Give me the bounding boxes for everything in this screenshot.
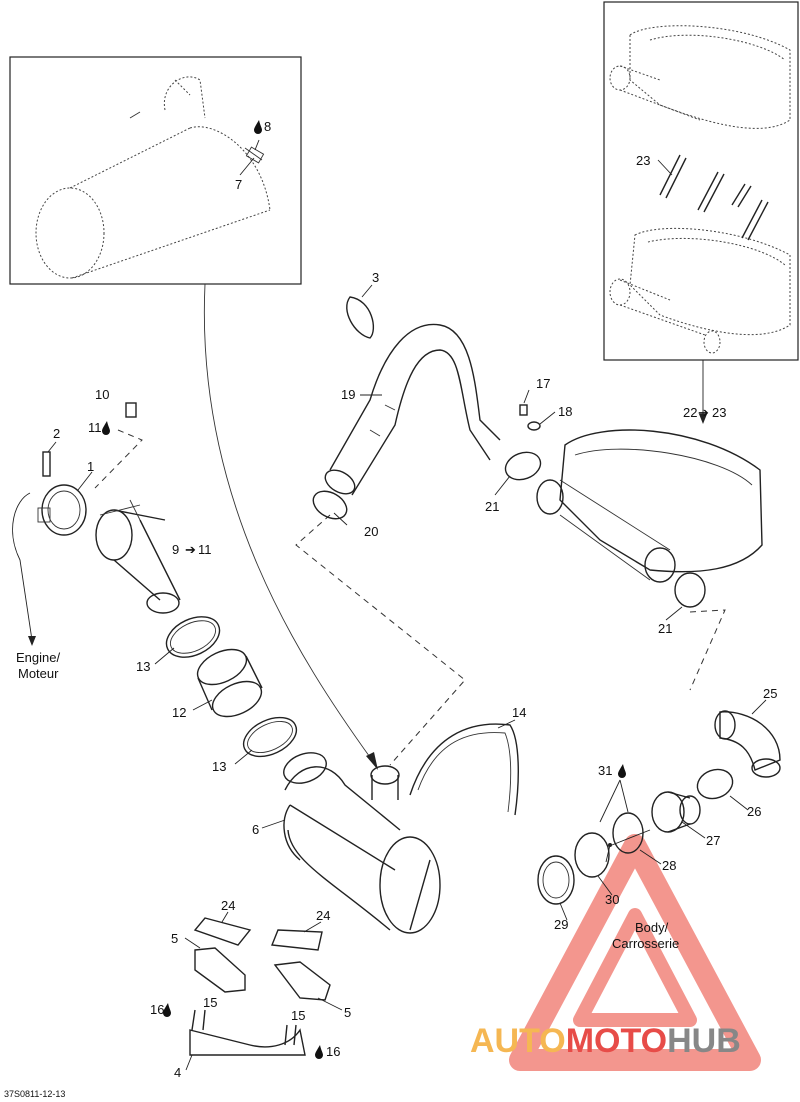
callout-15-left: 15 bbox=[203, 995, 217, 1010]
callout-24-right: 24 bbox=[316, 908, 330, 923]
watermark-hub: HUB bbox=[667, 1022, 741, 1060]
drop-icon-16-left bbox=[163, 1003, 171, 1017]
part-25-elbow bbox=[714, 710, 781, 778]
body-label-line1: Body/ bbox=[635, 920, 669, 935]
callout-8: 8 bbox=[264, 119, 271, 134]
arrow-22-to-23: ➔ bbox=[698, 405, 709, 420]
callout-22: 22 bbox=[683, 405, 697, 420]
engine-arrow-line bbox=[12, 492, 33, 641]
callout-23-range: 23 bbox=[712, 405, 726, 420]
callout-3: 3 bbox=[372, 270, 379, 285]
callout-1: 1 bbox=[87, 459, 94, 474]
callout-21-lower: 21 bbox=[658, 621, 672, 636]
part-12-coupler bbox=[196, 648, 263, 718]
callout-21-upper: 21 bbox=[485, 499, 499, 514]
callout-28: 28 bbox=[662, 858, 676, 873]
inset-box-muffler-detail bbox=[9, 56, 302, 285]
arrow-9-to-11: ➔ bbox=[185, 542, 196, 557]
diagram-code: 37S0811-12-13 bbox=[4, 1089, 65, 1099]
part-24-pad-lower bbox=[271, 929, 323, 951]
part-20-clamp bbox=[312, 490, 348, 520]
callout-15-right: 15 bbox=[291, 1008, 305, 1023]
inset-box-muffler-assembly bbox=[603, 1, 799, 361]
callout-16-left: 16 bbox=[150, 1002, 164, 1017]
part-22-silencer bbox=[536, 429, 763, 583]
callout-9: 9 bbox=[172, 542, 179, 557]
part-26-clamp bbox=[696, 768, 734, 800]
callout-17: 17 bbox=[536, 376, 550, 391]
callout-13-upper: 13 bbox=[136, 659, 150, 674]
part-15-bolts-right bbox=[284, 1024, 297, 1046]
part-6-muffler bbox=[283, 752, 441, 934]
dashed-route-20-to-6 bbox=[295, 514, 466, 766]
callout-30: 30 bbox=[605, 892, 619, 907]
callout-16-right: 16 bbox=[326, 1044, 340, 1059]
lubricant-drop-icons bbox=[102, 120, 626, 1059]
callout-24-left: 24 bbox=[221, 898, 235, 913]
engine-label-line2: Moteur bbox=[18, 666, 59, 681]
part-5-bracket-right bbox=[273, 961, 331, 1001]
callout-12: 12 bbox=[172, 705, 186, 720]
callout-5-left: 5 bbox=[171, 931, 178, 946]
engine-label-line1: Engine/ bbox=[16, 650, 60, 665]
part-30-gasket bbox=[574, 832, 610, 878]
callout-labels: 1 2 3 4 5 5 6 7 8 9 ➔ 11 10 11 12 13 13 … bbox=[53, 119, 777, 1080]
watermark-moto: MOTO bbox=[566, 1022, 667, 1060]
part-1-clamp bbox=[37, 484, 87, 536]
part-24-pad-upper bbox=[193, 917, 252, 946]
callout-6: 6 bbox=[252, 822, 259, 837]
drop-icon-8 bbox=[254, 120, 262, 134]
leader-inset-to-muffler bbox=[203, 283, 373, 761]
callout-13-lower: 13 bbox=[212, 759, 226, 774]
drop-icon-31 bbox=[618, 764, 626, 778]
callout-14: 14 bbox=[512, 705, 526, 720]
part-5-bracket-left bbox=[194, 947, 246, 993]
part-4-mount-strap bbox=[189, 1028, 306, 1056]
callout-31: 31 bbox=[598, 763, 612, 778]
part-29-ring bbox=[537, 855, 575, 905]
callout-20: 20 bbox=[364, 524, 378, 539]
callout-18: 18 bbox=[558, 404, 572, 419]
part-9-manifold-pipe bbox=[95, 499, 181, 614]
callout-4: 4 bbox=[174, 1065, 181, 1080]
part-18-washer bbox=[527, 421, 541, 431]
callout-11: 11 bbox=[88, 420, 102, 435]
part-17-screw bbox=[519, 404, 528, 416]
callout-23: 23 bbox=[636, 153, 650, 168]
callout-10: 10 bbox=[95, 387, 109, 402]
part-21-clamp-upper bbox=[504, 451, 542, 481]
part-3-clip bbox=[346, 296, 374, 339]
part-21-clamp-lower bbox=[674, 572, 706, 608]
callout-7: 7 bbox=[235, 177, 242, 192]
callout-26: 26 bbox=[747, 804, 761, 819]
callout-2: 2 bbox=[53, 426, 60, 441]
callout-29: 29 bbox=[554, 917, 568, 932]
part-10-screw bbox=[125, 402, 137, 418]
part-2-bolt bbox=[42, 451, 51, 477]
callout-leaders bbox=[47, 139, 767, 1071]
callout-27: 27 bbox=[706, 833, 720, 848]
svg-text:AUTOMOTOHUB: AUTOMOTOHUB bbox=[470, 1022, 741, 1060]
callout-25: 25 bbox=[763, 686, 777, 701]
part-27-fitting bbox=[651, 791, 701, 833]
body-label-line2: Carrosserie bbox=[612, 936, 679, 951]
part-13-clamp-upper bbox=[165, 616, 221, 658]
callout-5-right: 5 bbox=[344, 1005, 351, 1020]
drop-icon-16-right bbox=[315, 1045, 323, 1059]
callout-19: 19 bbox=[341, 387, 355, 402]
part-15-bolts-left bbox=[191, 1009, 206, 1031]
drop-icon-11 bbox=[102, 421, 110, 435]
part-13-clamp-lower bbox=[242, 716, 298, 758]
watermark-logo: AUTOMOTOHUB bbox=[470, 834, 761, 1071]
callout-11-range: 11 bbox=[198, 542, 212, 557]
watermark-auto: AUTO bbox=[470, 1022, 566, 1060]
part-14-strap bbox=[409, 723, 519, 816]
part-19-hose bbox=[324, 323, 501, 496]
